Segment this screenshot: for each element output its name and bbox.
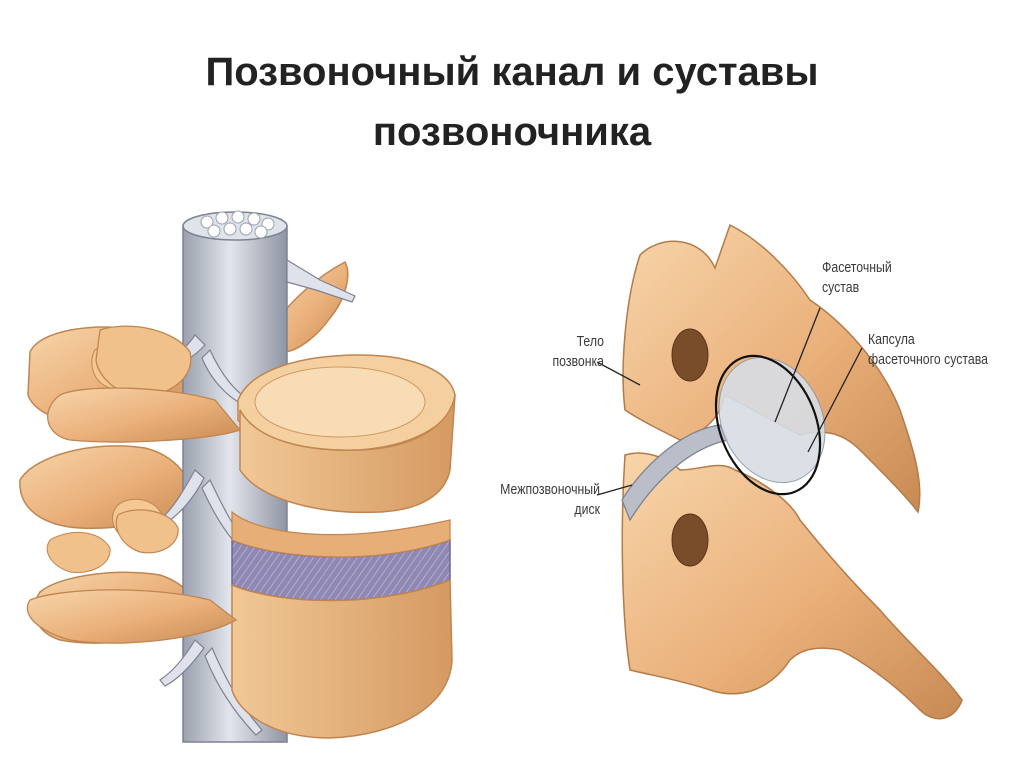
lower-vertebra xyxy=(26,509,453,739)
facet-joint-circle xyxy=(714,354,822,496)
label-facet-capsule: Капсула фасеточного сустава xyxy=(868,331,989,368)
leader-facet-capsule xyxy=(807,347,863,453)
facet-capsule xyxy=(718,356,826,484)
label-intervertebral-disc: Межпозвоночный диск xyxy=(500,481,600,518)
right-facet-illustration xyxy=(596,223,963,720)
label-vertebral-body: Тело позвонка xyxy=(552,333,604,370)
leader-intervertebral-disc xyxy=(596,484,633,496)
title-line-1: Позвоночный канал и суставы xyxy=(205,50,819,94)
leader-vertebral-body xyxy=(596,361,641,386)
neural-foramen-upper xyxy=(671,328,709,382)
slide-title: Позвоночный канал и суставы позвоночника xyxy=(0,42,1024,162)
leader-facet-joint xyxy=(774,307,821,423)
neural-foramen-lower xyxy=(671,513,709,567)
left-spine-illustration xyxy=(19,210,456,743)
title-line-2: позвоночника xyxy=(372,110,652,154)
upper-vertebra xyxy=(47,325,456,514)
label-facet-joint: Фасеточный сустав xyxy=(822,259,892,296)
